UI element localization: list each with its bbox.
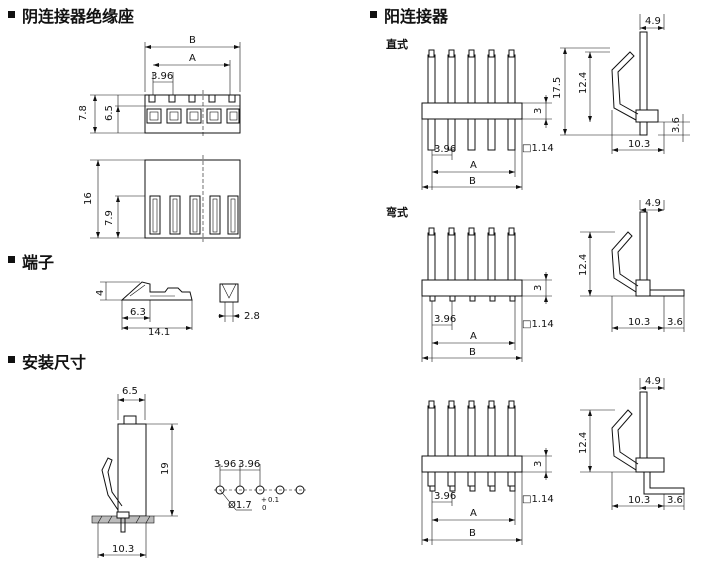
heading-male-connector: 阳连接器	[384, 7, 449, 26]
dim-bent-3-6: 3.6	[667, 317, 683, 328]
terminal-end-view: 2.8	[218, 283, 260, 322]
label-bent: 弯式	[386, 205, 408, 219]
heading-bullet	[370, 11, 377, 18]
heading-mounting: 安装尺寸	[22, 353, 86, 372]
dim-hole-pitch-1: 3.96	[214, 459, 236, 470]
dim-straight-pin: □1.14	[522, 143, 554, 154]
dim-terminal-14-1: 14.1	[148, 327, 170, 338]
dim-bent-pin: □1.14	[522, 319, 554, 330]
mounting-hole-pattern: 3.96 3.96 Ø1.7 + 0.1 0	[214, 459, 306, 512]
dim-hole-tol-upper: 0.1	[268, 496, 279, 504]
male-straight-side-view: 4.9 17.5 12.4 3.6 10.3	[552, 14, 690, 154]
dim-height-6-5: 6.5	[104, 105, 115, 121]
dim-height-7-9: 7.9	[104, 210, 115, 226]
terminal-side-view: 4 6.3 14.1	[95, 281, 193, 338]
male-straight-front-view: 3 □1.14 3.96 A B	[421, 49, 554, 190]
dim-straight-17-5: 17.5	[552, 77, 563, 99]
male-bent-front-view: 3 □1.14 3.96 A B	[421, 227, 554, 362]
dim-bent-pitch: 3.96	[434, 314, 456, 325]
dim-bent-low-3: 3	[533, 461, 544, 467]
dim-straight-A: A	[470, 160, 477, 171]
dim-height-7-8: 7.8	[78, 105, 89, 121]
dim-height-16: 16	[83, 192, 94, 205]
dim-A: A	[189, 53, 196, 64]
dim-bent-low-A: A	[470, 508, 477, 519]
mounting-side-view: 6.5 19 10.3	[91, 386, 178, 558]
dim-pitch: 3.96	[151, 71, 173, 82]
heading-bullet	[8, 256, 15, 263]
heading-bullet	[8, 11, 15, 18]
dim-bent-12-4: 12.4	[578, 254, 589, 276]
dim-straight-B: B	[469, 176, 476, 187]
dim-hole-diameter: Ø1.7	[228, 499, 252, 511]
dim-straight-3-6: 3.6	[671, 117, 682, 133]
heading-bullet	[8, 356, 15, 363]
dim-bent-low-B: B	[469, 528, 476, 539]
dim-bent-low-4-9: 4.9	[645, 376, 661, 387]
dim-bent-10-3: 10.3	[628, 317, 650, 328]
dim-straight-4-9: 4.9	[645, 16, 661, 27]
dim-bent-low-10-3: 10.3	[628, 495, 650, 506]
dim-terminal-4: 4	[95, 290, 106, 296]
dim-bent-B: B	[469, 347, 476, 358]
dim-bent-low-12-4: 12.4	[578, 432, 589, 454]
dim-terminal-6-3: 6.3	[130, 307, 146, 318]
dim-bent-4-9: 4.9	[645, 198, 661, 209]
dim-bent-3: 3	[533, 285, 544, 291]
dim-mount-6-5: 6.5	[122, 386, 138, 397]
dim-mount-19: 19	[160, 462, 171, 475]
dim-straight-10-3: 10.3	[628, 139, 650, 150]
dim-bent-A: A	[470, 331, 477, 342]
female-housing-front-view: 16 7.9	[83, 155, 241, 242]
heading-terminal: 端子	[22, 253, 54, 272]
dim-hole-tol-lower: 0	[262, 504, 266, 512]
dim-B: B	[189, 35, 196, 46]
male-bent-low-side-view: 4.9 12.4 10.3 3.6	[578, 376, 685, 510]
male-bent-low-front-view: 3 □1.14 3.96 A B	[421, 400, 554, 545]
dim-bent-low-pin: □1.14	[522, 494, 554, 505]
dim-hole-pitch-2: 3.96	[238, 459, 260, 470]
dim-straight-pitch: 3.96	[434, 144, 456, 155]
heading-female-housing: 阴连接器绝缘座	[22, 7, 134, 26]
dim-bent-low-3-6: 3.6	[667, 495, 683, 506]
label-straight: 直式	[386, 37, 408, 51]
female-housing-top-view: B A 3.96	[78, 35, 241, 136]
dim-straight-3: 3	[533, 108, 544, 114]
dim-mount-10-3: 10.3	[112, 544, 134, 555]
dim-terminal-2-8: 2.8	[244, 311, 260, 322]
dim-straight-12-4: 12.4	[578, 72, 589, 94]
dim-hole-tol-sign: +	[261, 496, 267, 504]
dim-bent-low-pitch: 3.96	[434, 491, 456, 502]
male-bent-side-view: 4.9 12.4 10.3 3.6	[578, 198, 685, 332]
